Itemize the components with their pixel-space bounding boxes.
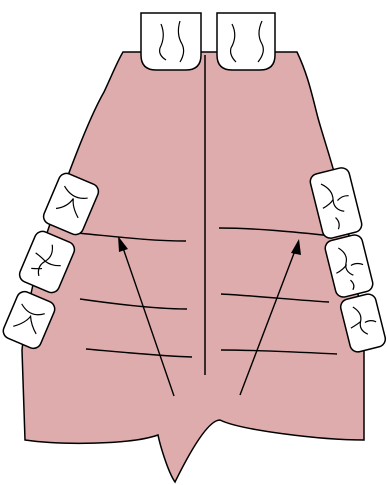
palate-shape <box>22 52 364 482</box>
incisor-tooth-icon <box>217 13 275 70</box>
incisor-tooth-icon <box>141 13 201 70</box>
